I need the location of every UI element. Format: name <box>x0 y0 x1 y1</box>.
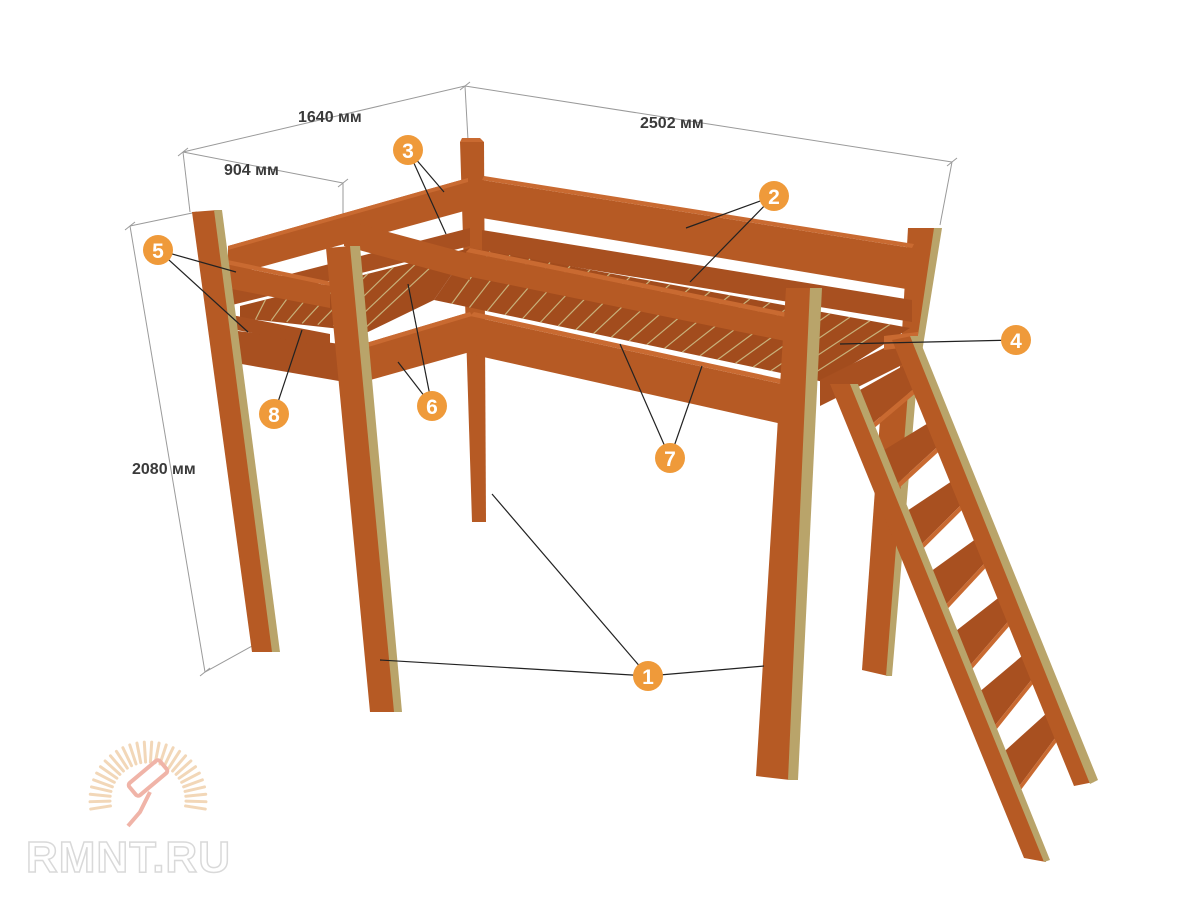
rail-ledge-left-top <box>216 262 330 308</box>
dim-label-2502: 2502 мм <box>640 115 704 132</box>
svg-text:3: 3 <box>402 140 414 163</box>
ladder-stringer-left <box>830 384 1046 862</box>
rail-long-inner <box>466 252 790 342</box>
callout-3: 3 <box>393 135 423 165</box>
svg-text:1: 1 <box>642 666 654 689</box>
callouts: 1 2 3 4 5 6 7 8 <box>143 135 1031 691</box>
dim-label-1640: 1640 мм <box>298 109 362 126</box>
watermark-roller-icon <box>126 758 170 828</box>
beam-ledge-front <box>356 312 470 384</box>
ladder-step-edge <box>941 550 997 616</box>
svg-text:6: 6 <box>426 396 438 419</box>
rail-ledge-inner <box>344 220 470 280</box>
ladder-step-edge <box>916 493 973 556</box>
callout-6: 6 <box>417 391 447 421</box>
callout-8: 8 <box>259 399 289 429</box>
post-left-back <box>192 210 276 652</box>
watermark-sun-icon <box>88 740 208 811</box>
front-posts <box>192 210 822 780</box>
dimension-lines <box>124 81 958 677</box>
watermark-text: RMNT.RU <box>26 833 231 882</box>
ladder <box>830 336 1098 862</box>
ladder-step-edge <box>866 378 927 435</box>
callout-1: 1 <box>633 661 663 691</box>
ladder-step-edge <box>990 665 1044 737</box>
frame-rails <box>216 220 918 428</box>
deck-slat <box>255 299 267 320</box>
beam-long-front <box>470 316 800 428</box>
watermark: RMNT.RU <box>25 740 231 883</box>
callout-5: 5 <box>143 235 173 265</box>
svg-text:7: 7 <box>664 448 676 471</box>
dimension-labels: 1640 мм 904 мм 2502 мм 2080 мм <box>132 109 704 478</box>
callout-2: 2 <box>759 181 789 211</box>
rail-long-back-top <box>482 180 912 290</box>
deck-slat <box>805 323 891 379</box>
post-front-right <box>756 288 814 780</box>
callout-7: 7 <box>655 443 685 473</box>
svg-text:8: 8 <box>268 404 280 427</box>
ladder-stringer-right <box>892 336 1094 786</box>
svg-text:4: 4 <box>1010 330 1022 353</box>
dim-label-2080: 2080 мм <box>132 461 196 478</box>
svg-text:5: 5 <box>152 240 164 263</box>
svg-text:2: 2 <box>768 186 780 209</box>
ladder-step-edge <box>891 435 950 495</box>
ladder-step-edge <box>1015 722 1067 798</box>
callout-4: 4 <box>1001 325 1031 355</box>
ladder-step-edge <box>965 607 1020 677</box>
post-ledge-front <box>326 246 396 712</box>
dim-label-904: 904 мм <box>224 162 279 179</box>
